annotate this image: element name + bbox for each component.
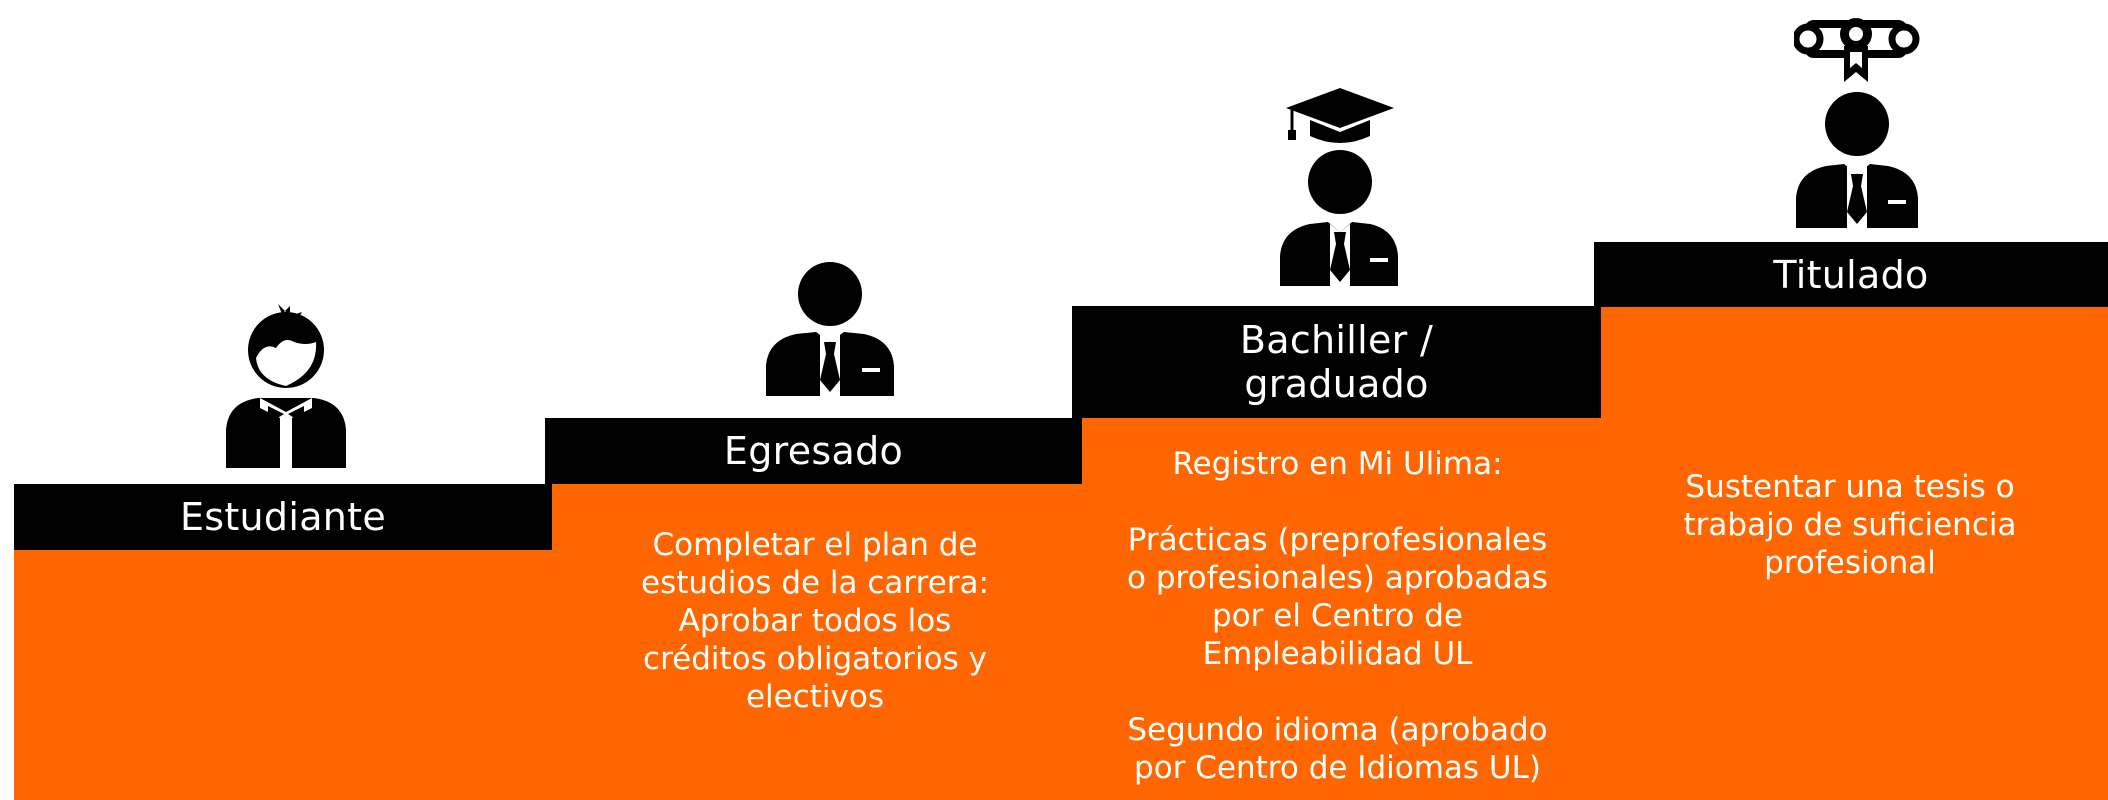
step-block-estudiante bbox=[14, 548, 552, 800]
step-description-egresado: Completar el plan de estudios de la carr… bbox=[641, 527, 989, 715]
step-label-estudiante: Estudiante bbox=[14, 484, 552, 550]
step-label-egresado: Egresado bbox=[545, 418, 1082, 484]
student-icon bbox=[220, 302, 350, 468]
step-label-bachiller: Bachiller / graduado bbox=[1072, 306, 1601, 418]
step-block-titulado bbox=[1594, 305, 2108, 800]
graduate-person-icon bbox=[764, 262, 896, 396]
step-block-egresado bbox=[545, 482, 1082, 800]
step-description-titulado: Sustentar una tesis o trabajo de suficie… bbox=[1683, 469, 2017, 581]
step-description-bachiller: Registro en Mi Ulima: Prácticas (preprof… bbox=[1127, 446, 1548, 786]
diploma-person-icon bbox=[1794, 12, 1920, 228]
step-block-bachiller bbox=[1072, 417, 1601, 800]
step-label-titulado: Titulado bbox=[1594, 242, 2108, 307]
bachelor-cap-icon bbox=[1280, 84, 1398, 286]
